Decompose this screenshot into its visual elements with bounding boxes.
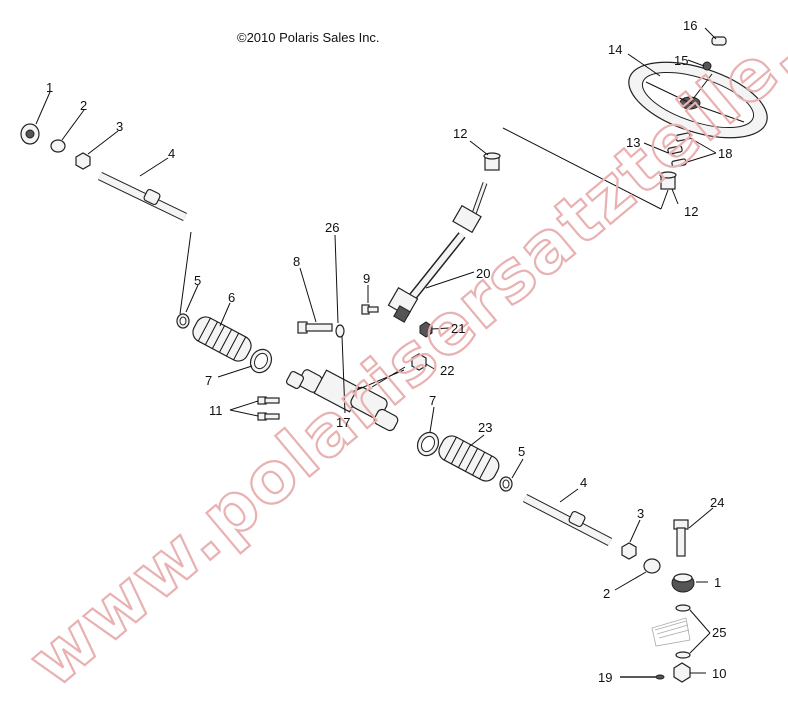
bushing-upper [483, 152, 501, 171]
bolt-8 [297, 321, 333, 334]
rack-housing [285, 369, 405, 432]
tie-rod-left [98, 171, 187, 222]
callout-1-right: 1 [714, 575, 721, 590]
callout-1: 1 [46, 80, 53, 95]
callout-6: 6 [228, 290, 235, 305]
callout-17: 17 [336, 415, 350, 430]
callout-25: 25 [712, 625, 726, 640]
hex-nut-left [75, 152, 91, 170]
washer-26 [335, 324, 345, 338]
callout-21: 21 [451, 321, 465, 336]
bushing-lower [659, 171, 677, 190]
callout-13: 13 [626, 135, 640, 150]
steering-shaft [387, 182, 488, 323]
nut-21 [419, 321, 433, 338]
callout-8: 8 [293, 254, 300, 269]
callout-14: 14 [608, 42, 622, 57]
copyright-text: ©2010 Polaris Sales Inc. [237, 30, 380, 45]
callout-9: 9 [363, 271, 370, 286]
leader-lines [35, 27, 717, 674]
boot-left [192, 316, 252, 362]
callout-26: 26 [325, 220, 339, 235]
callout-16: 16 [683, 18, 697, 33]
steering-wheel [628, 61, 768, 139]
jam-nut-right [643, 558, 661, 574]
callout-22: 22 [440, 363, 454, 378]
nut-10 [673, 662, 691, 683]
callout-2-right: 2 [603, 586, 610, 601]
callout-5-right: 5 [518, 444, 525, 459]
callout-2: 2 [80, 98, 87, 113]
callout-3-right: 3 [637, 506, 644, 521]
callout-19: 19 [598, 670, 612, 685]
tie-rod-right [522, 494, 613, 546]
callout-15: 15 [674, 53, 688, 68]
watermark-text: www.polarisersatzteile.de [13, 0, 788, 703]
callout-12-upper: 12 [453, 126, 467, 141]
callout-12-lower: 12 [684, 204, 698, 219]
mounting-studs [667, 132, 691, 168]
callout-24: 24 [710, 495, 724, 510]
bolt-9 [361, 304, 379, 315]
jam-nut-left [50, 139, 66, 153]
callout-20: 20 [476, 266, 490, 281]
callout-11: 11 [209, 403, 223, 418]
callout-18: 18 [718, 146, 732, 161]
boot-right [438, 435, 500, 482]
callout-labels: 1 2 3 4 5 6 7 8 9 10 11 12 13 14 15 16 1… [46, 18, 732, 685]
callout-23: 23 [478, 420, 492, 435]
nut-22 [411, 353, 427, 371]
callout-5: 5 [194, 273, 201, 288]
mount-bolts [257, 396, 280, 421]
callout-7-right: 7 [429, 393, 436, 408]
callout-7: 7 [205, 373, 212, 388]
hex-nut-right [621, 542, 637, 560]
shim-stack [651, 617, 691, 647]
parts-layer [20, 36, 768, 683]
washer-25-bottom [675, 651, 691, 659]
callout-4: 4 [168, 146, 175, 161]
washer-25-top [675, 604, 691, 612]
callout-4-right: 4 [580, 475, 587, 490]
bolt-24 [673, 519, 689, 557]
callout-10: 10 [712, 666, 726, 681]
callout-3: 3 [116, 119, 123, 134]
